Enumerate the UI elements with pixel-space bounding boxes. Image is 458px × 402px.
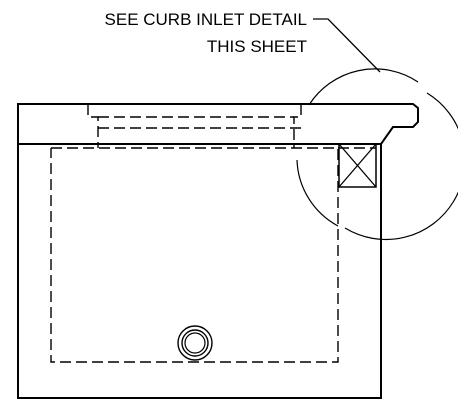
callout-text-line-2: THIS SHEET: [207, 37, 307, 56]
box-outline: [17, 144, 382, 399]
callout-leader-line: [313, 18, 381, 73]
detail-circle: [296, 68, 458, 241]
curb-top-slab: [17, 103, 419, 145]
curb-hidden-tab-left: [87, 104, 99, 148]
callout-text-line-1: SEE CURB INLET DETAIL: [105, 10, 307, 29]
curb-hidden-tab-right: [293, 104, 302, 148]
drain-outlet: [177, 325, 213, 361]
inner-box-hidden-outline: [50, 147, 339, 363]
curb-inlet-grate: [338, 143, 377, 188]
